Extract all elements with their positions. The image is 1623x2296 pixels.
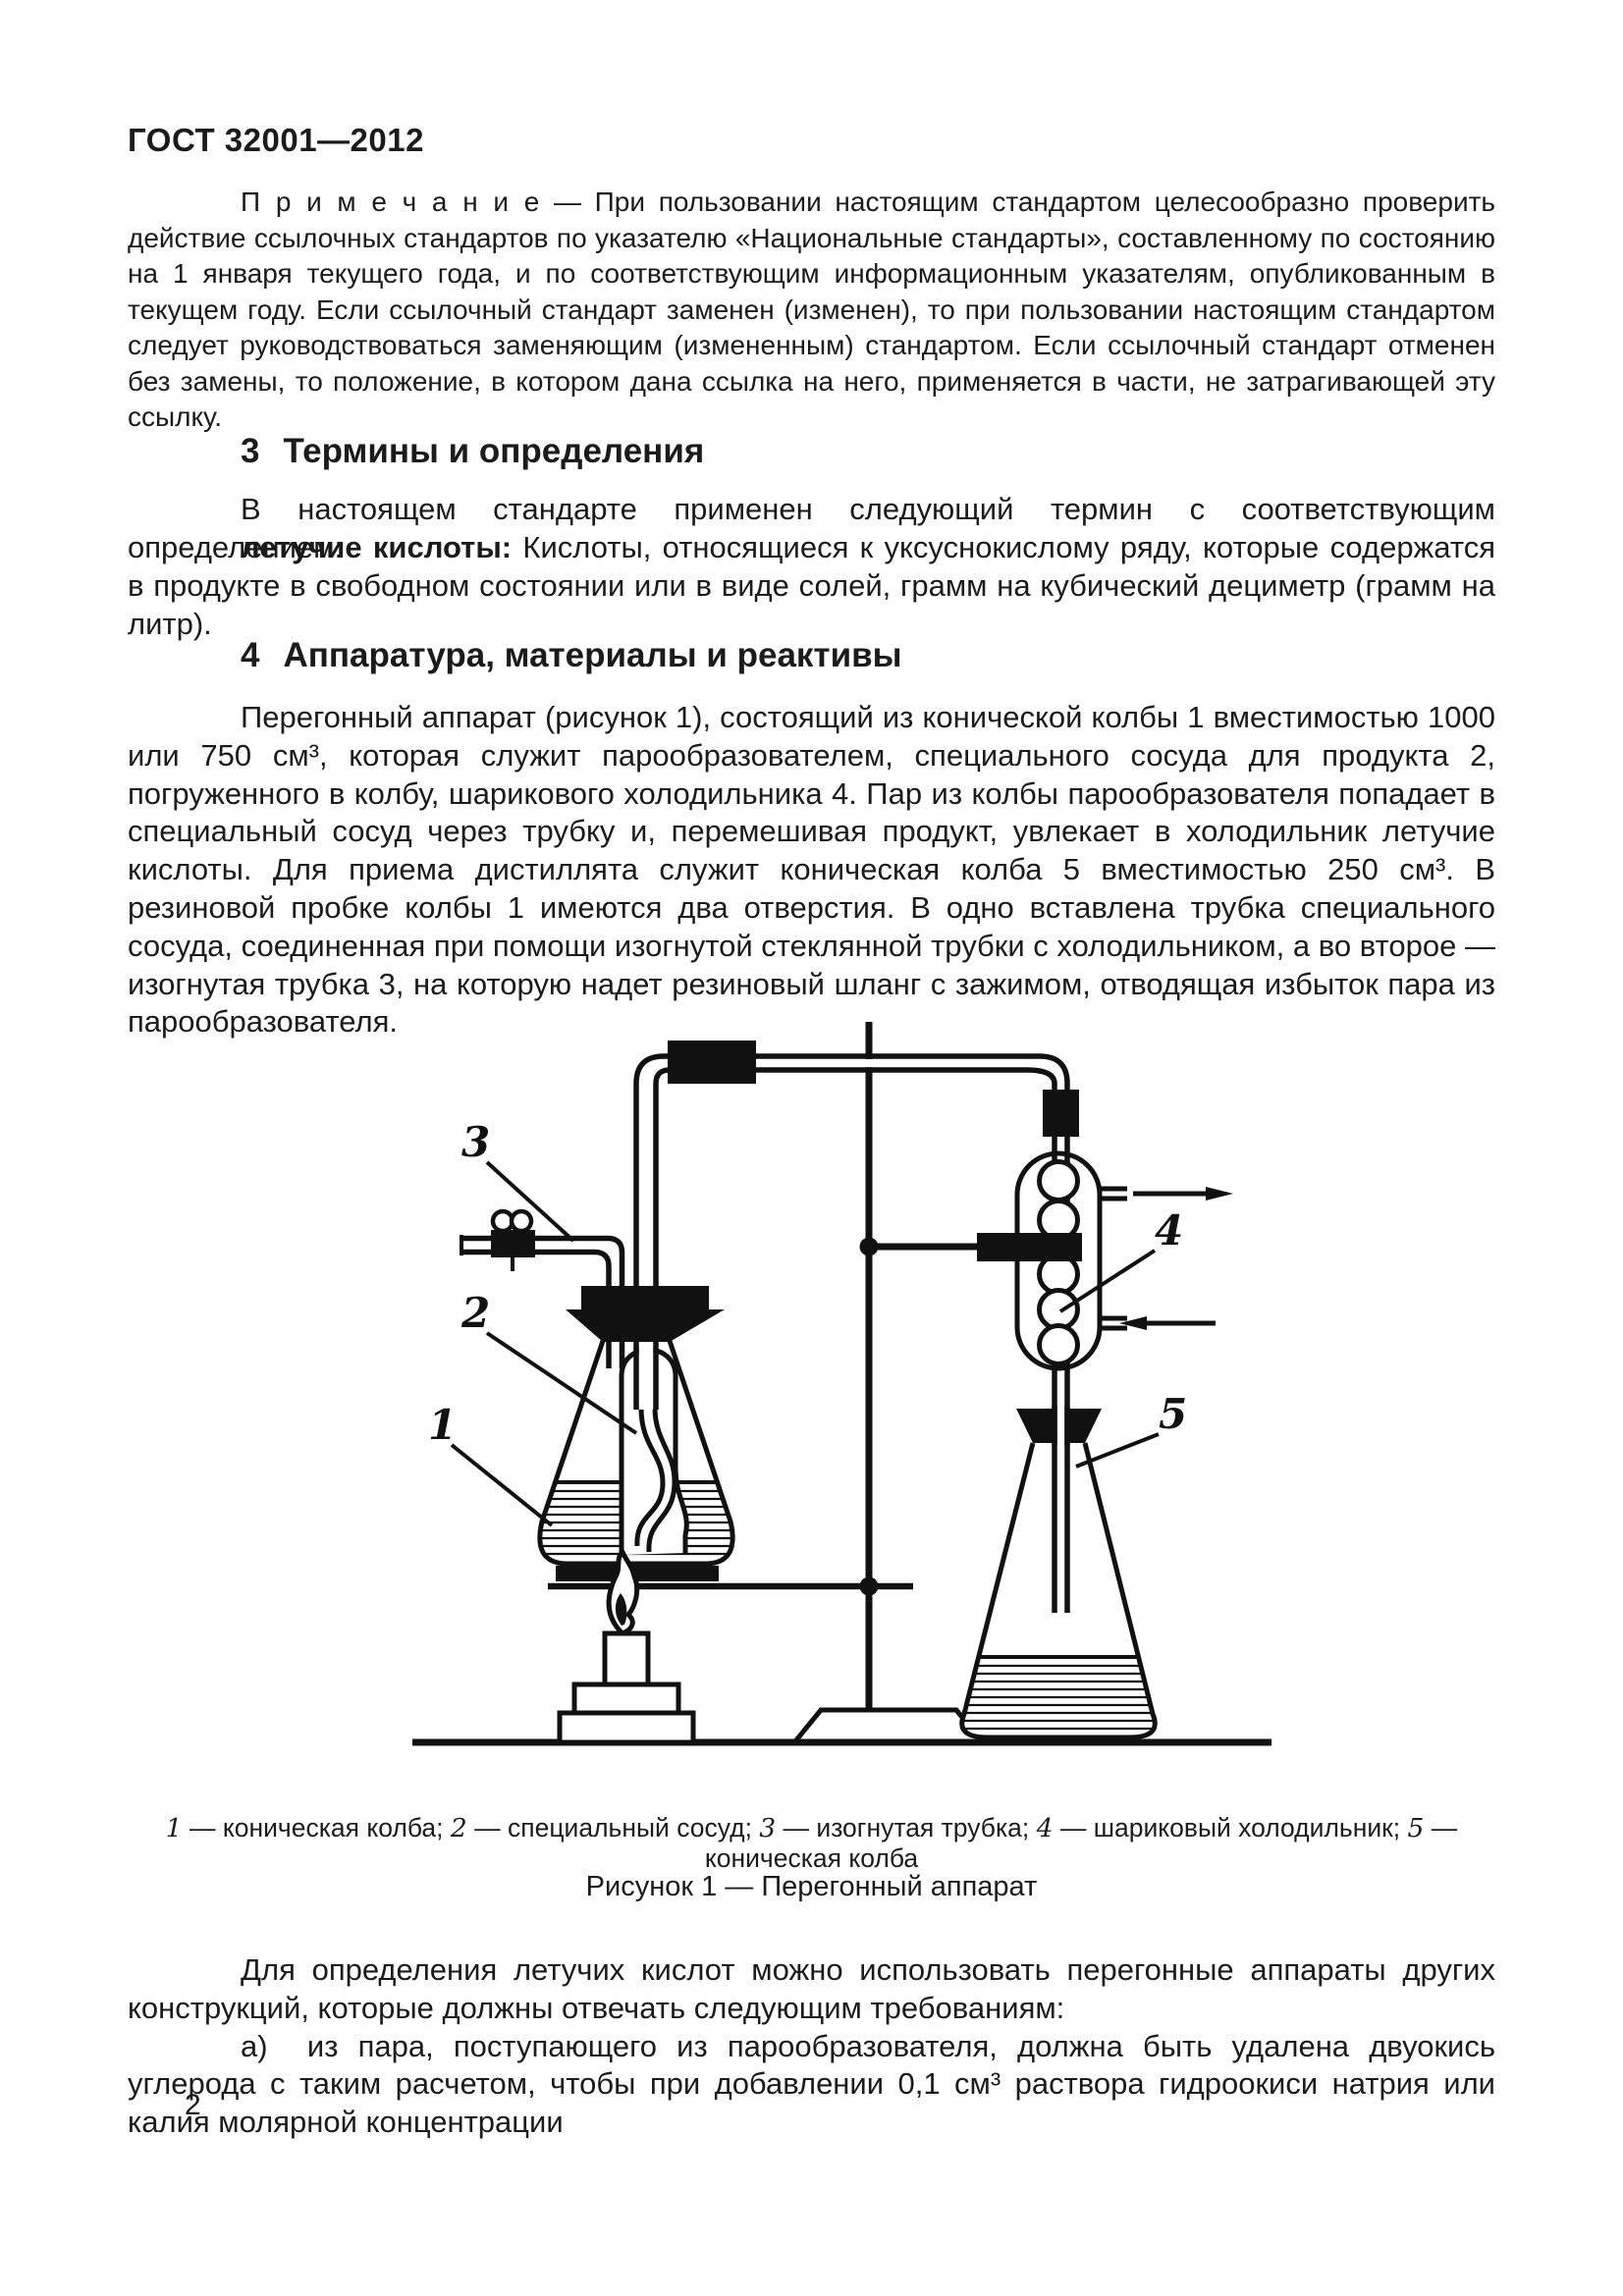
label-3: 3 xyxy=(461,1118,490,1166)
note-body: — При пользовании настоящим стандартом ц… xyxy=(128,187,1495,432)
spirit-burner xyxy=(557,1549,696,1745)
conical-flask-5 xyxy=(959,1442,1158,1740)
distillation-apparatus-drawing: 3 2 1 4 5 xyxy=(412,1022,1271,1746)
legend-text-4: шариковый холодильник xyxy=(1093,1813,1393,1842)
bent-tube-3 xyxy=(460,1208,625,1368)
page-number: 2 xyxy=(185,2089,201,2121)
legend-dash: — xyxy=(1424,1813,1458,1842)
section-4-number: 4 xyxy=(241,636,260,674)
after-figure-text: Для определения летучих кислот можно исп… xyxy=(128,1951,1495,2142)
legend-text-1: коническая колба xyxy=(222,1813,437,1842)
figure-callouts: 3 2 1 4 5 xyxy=(428,1118,1187,1527)
legend-num-1: 1 xyxy=(165,1813,183,1843)
legend-dash: — xyxy=(466,1813,509,1842)
label-1: 1 xyxy=(428,1401,457,1449)
legend-text-5: коническая колба xyxy=(704,1843,919,1873)
legend-sep: ; xyxy=(1392,1813,1408,1842)
note-lead: П р и м е ч а н и е xyxy=(241,187,541,217)
requirement-item-a: а) из пара, поступающего из парообразова… xyxy=(128,2028,1495,2140)
document-code: ГОСТ 32001—2012 xyxy=(128,122,424,158)
outlet-arrow-head xyxy=(1206,1187,1233,1201)
flask-5-liquid xyxy=(961,1655,1156,1731)
support-plate xyxy=(556,1566,719,1581)
legend-text-3: изогнутая трубка xyxy=(816,1813,1022,1842)
water-inlet xyxy=(1098,1315,1216,1331)
figure-1-diagram: 3 2 1 4 5 xyxy=(324,980,1286,1765)
requirements-intro: Для определения летучих кислот можно исп… xyxy=(128,1952,1495,2025)
rubber-connector-right xyxy=(1043,1090,1079,1137)
legend-dash: — xyxy=(776,1813,817,1842)
legend-dash: — xyxy=(182,1813,223,1842)
legend-dash: — xyxy=(1053,1813,1094,1842)
ball-condenser-4 xyxy=(1037,1159,1080,1366)
conical-flask-1 xyxy=(537,1340,735,1567)
rubber-stopper-flask-5 xyxy=(1016,1407,1102,1445)
section-3-number: 3 xyxy=(241,432,260,470)
rubber-connector-top xyxy=(668,1041,756,1084)
section-3-intro: В настоящем стандарте применен следующий… xyxy=(128,492,1495,564)
legend-sep: ; xyxy=(1021,1813,1037,1842)
legend-text-2: специальный сосуд xyxy=(508,1813,745,1842)
term-definition: летучие кислоты: Кислоты, относящиеся к … xyxy=(128,529,1495,643)
inlet-arrow-head xyxy=(1119,1316,1147,1330)
vapour-glass-tube xyxy=(633,1053,1070,1613)
section-4-title: Аппаратура, материалы и реактивы xyxy=(283,636,902,674)
legend-num-5: 5 xyxy=(1407,1813,1425,1843)
legend-sep: ; xyxy=(436,1813,451,1842)
legend-num-4: 4 xyxy=(1036,1813,1054,1843)
rubber-stopper-flask-1 xyxy=(566,1286,725,1342)
section-4-paragraph: Перегонный аппарат (рисунок 1), состоящи… xyxy=(128,700,1495,1040)
term: летучие кислоты: xyxy=(241,530,513,564)
label-5: 5 xyxy=(1159,1390,1187,1438)
legend-num-2: 2 xyxy=(450,1813,467,1843)
label-2: 2 xyxy=(460,1289,490,1337)
label-4: 4 xyxy=(1155,1206,1183,1255)
figure-caption: Рисунок 1 — Перегонный аппарат xyxy=(585,1871,1038,1902)
water-outlet xyxy=(1098,1186,1206,1201)
legend-num-3: 3 xyxy=(759,1813,777,1843)
section-3-title: Термины и определения xyxy=(283,432,705,470)
section-4-heading: 4 Аппаратура, материалы и реактивы xyxy=(241,636,902,675)
legend-sep: ; xyxy=(744,1813,760,1842)
hose-clamp xyxy=(490,1208,535,1271)
figure-legend: 1 — коническая колба; 2 — специальный со… xyxy=(128,1813,1495,1874)
section-3-heading: 3 Термины и определения xyxy=(241,432,704,471)
definition: Кислоты, относящиеся к уксуснокислому ря… xyxy=(128,530,1495,641)
note-paragraph: П р и м е ч а н и е — При пользовании на… xyxy=(128,185,1495,436)
condenser-holder xyxy=(977,1233,1082,1261)
